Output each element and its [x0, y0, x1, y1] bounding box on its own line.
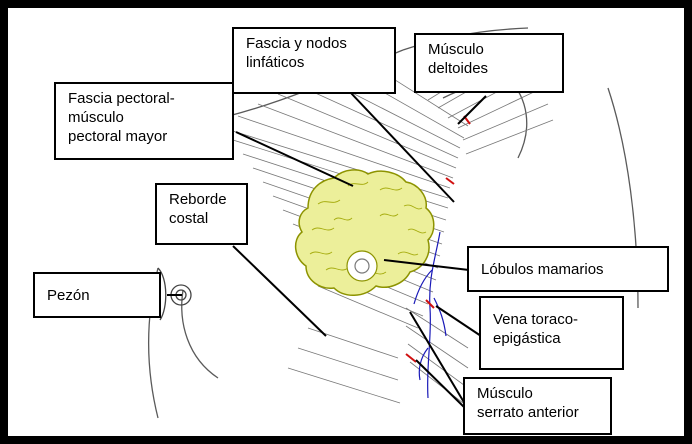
label-musculo-deltoides: Músculo deltoides	[414, 33, 564, 93]
label-vena-toraco-epigastica: Vena toraco- epigástica	[479, 296, 624, 370]
mammary-gland	[296, 170, 434, 295]
label-fascia-pectoral: Fascia pectoral- músculo pectoral mayor	[54, 82, 234, 160]
serratus-fibers	[288, 308, 468, 403]
label-pezon: Pezón	[33, 272, 161, 318]
label-lobulos-mamarios: Lóbulos mamarios	[467, 246, 669, 292]
label-fascia-nodos-linfaticos: Fascia y nodos linfáticos	[232, 27, 396, 94]
label-reborde-costal: Reborde costal	[155, 183, 248, 245]
label-musculo-serrato-anterior: Músculo serrato anterior	[463, 377, 612, 435]
